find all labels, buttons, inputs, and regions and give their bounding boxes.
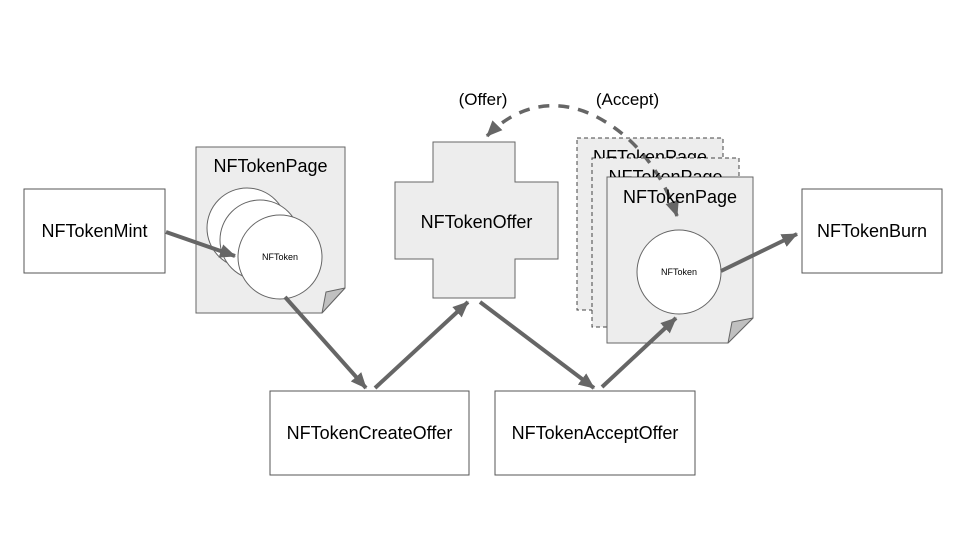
mint-box-label: NFTokenMint (41, 221, 148, 241)
accept-offer-box-shape (494, 390, 696, 476)
arrow-page-to-burn (720, 232, 798, 273)
arrow-offer-to-acceptoffer (478, 300, 596, 390)
mint-box-shape (23, 188, 166, 274)
accept-offer-box-label: NFTokenAcceptOffer (511, 423, 679, 443)
accept-annotation: (Accept) (595, 90, 660, 109)
token-circle-right (636, 229, 722, 315)
offer-annotation: (Offer) (458, 90, 508, 109)
token-left-label: NFToken (261, 252, 298, 262)
dashed-offer-accept-arc (485, 103, 679, 217)
page-left-fold-corner (321, 287, 346, 314)
burn-box-label: NFTokenBurn (816, 221, 928, 241)
arrow-createoffer-to-offer (373, 300, 470, 390)
page-stack-front-fold-corner (727, 317, 754, 344)
token-circle-front (237, 214, 323, 300)
page-stack-middle-title: NFTokenPage (608, 167, 723, 177)
arrow-page-to-createoffer (283, 295, 368, 390)
burn-box-shape (801, 188, 943, 274)
page-stack-front-title: NFTokenPage (622, 187, 738, 207)
create-offer-box-label: NFTokenCreateOffer (286, 423, 453, 443)
offer-cross-label: NFTokenOffer (420, 212, 533, 232)
page-left-title: NFTokenPage (213, 156, 328, 176)
arrow-mint-to-page (165, 230, 236, 258)
arrow-acceptoffer-to-page (600, 316, 678, 389)
token-right-label: NFToken (660, 267, 697, 277)
page-stack-back-title: NFTokenPage (592, 147, 708, 158)
create-offer-box-shape (269, 390, 470, 476)
